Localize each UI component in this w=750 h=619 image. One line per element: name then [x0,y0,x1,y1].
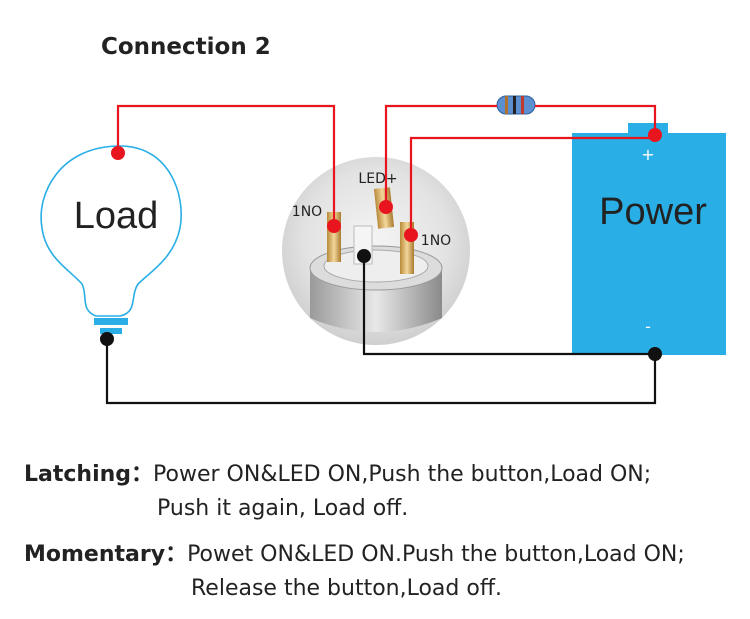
connection-dots [100,128,662,361]
resistor [496,95,536,115]
latching-label: Latching： [24,462,154,487]
no-right-label: 1NO [421,233,451,249]
switch-black-dot [357,249,371,263]
led-plus-label: LED+ [358,171,397,187]
momentary-label: Momentary： [24,542,188,567]
momentary-line-1: Momentary：Powet ON&LED ON.Push the butto… [24,536,685,568]
load-red-dot [111,146,125,160]
latching-text-1: Power ON&LED ON,Push the button,Load ON; [153,462,652,487]
load-label: Load [74,195,159,237]
battery-minus-dot [648,347,662,361]
no-left-label: 1NO [292,204,322,220]
momentary-text-1: Powet ON&LED ON.Push the button,Load ON; [187,542,685,567]
diagram-title: Connection 2 [101,34,271,60]
power-label: Power [599,191,707,233]
load-black-dot [100,332,114,346]
minus-sign: - [645,317,651,336]
momentary-line-2: Release the button,Load off. [191,576,502,601]
red-wires [116,104,657,235]
wiring-diagram: Load Power + - [40,95,726,405]
no-right-dot [404,228,418,242]
latching-line-2: Push it again, Load off. [157,496,409,521]
led-dot [379,200,393,214]
black-wires [105,256,657,405]
no-left-dot [327,219,341,233]
plus-sign: + [641,145,654,164]
push-button-switch: LED+ 1NO 1NO [282,157,470,345]
power-battery: Power + - [572,123,726,355]
latching-line-1: Latching：Power ON&LED ON,Push the button… [24,456,651,488]
load-bulb: Load [40,145,182,334]
battery-plus-dot [648,128,662,142]
